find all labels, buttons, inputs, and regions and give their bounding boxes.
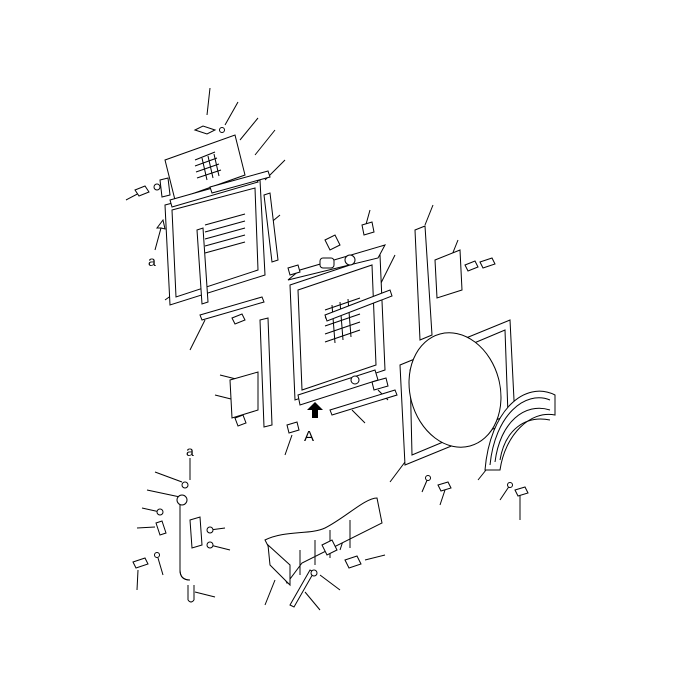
ref-arrow-a-top [154,218,166,251]
ref-label-a-top: a [148,253,156,269]
ref-label-a-bottom: a [186,443,194,459]
lower-tank-detail [264,497,383,608]
view-arrow-icon [307,402,323,418]
fan-shroud [399,319,556,497]
drain-pipe-assembly [132,458,214,603]
side-bracket [229,313,300,434]
right-upright-bracket [414,225,496,341]
upper-grille-panel [164,125,246,201]
left-frame-assembly [134,170,279,321]
view-label-A: A [304,428,314,445]
radiator-core [287,221,398,418]
